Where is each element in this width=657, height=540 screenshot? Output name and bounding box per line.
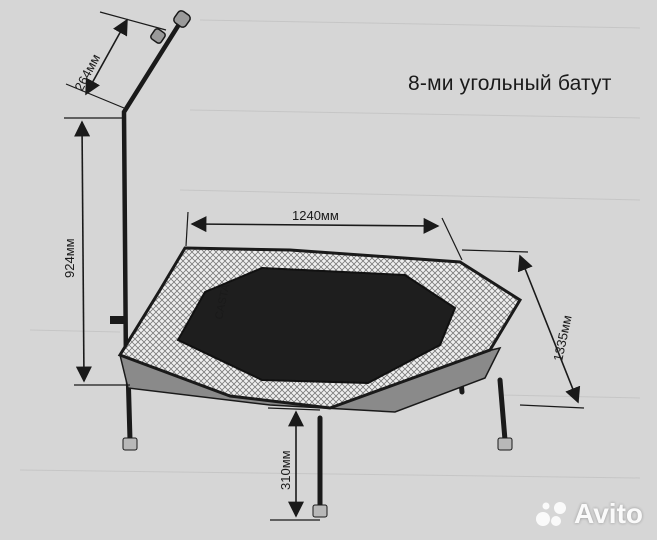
dim-handle-height-label: 924мм <box>62 238 77 278</box>
dim-leg-height-label: 310мм <box>278 450 293 490</box>
dim-handle-height: 924мм <box>62 117 130 386</box>
handle-grip <box>173 10 191 28</box>
dim-handle-top: 264мм <box>65 11 167 109</box>
dim-top-width: 1240мм <box>185 208 463 261</box>
leg-feet <box>122 437 513 518</box>
dim-leg-height: 310мм <box>267 407 321 521</box>
handle-bar <box>110 10 191 373</box>
watermark-text: Avito <box>574 498 643 529</box>
avito-dots-icon <box>536 502 567 526</box>
diagram-title: 8-ми угольный батут <box>408 72 612 95</box>
trampoline-mat <box>176 266 457 385</box>
handle-knob <box>110 316 124 324</box>
avito-watermark: Avito <box>534 498 643 530</box>
dim-top-width-label: 1240мм <box>292 208 339 223</box>
dim-diagonal-label: 1335мм <box>550 314 574 363</box>
